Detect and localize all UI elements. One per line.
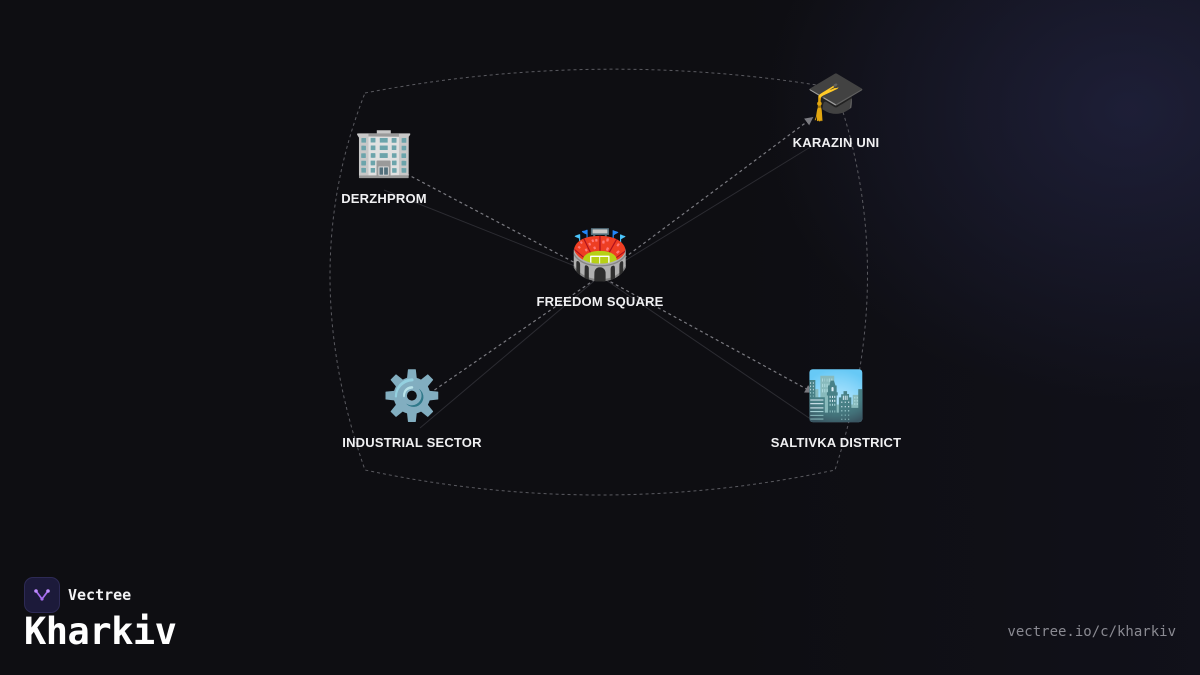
brand: Vectree xyxy=(24,577,131,613)
brand-name: Vectree xyxy=(68,586,132,604)
gear-icon: ⚙️ xyxy=(382,370,442,423)
node-karazin-uni[interactable]: 🎓 KARAZIN UNI xyxy=(793,69,880,150)
edge-arrow-line xyxy=(382,161,601,277)
node-label: INDUSTRIAL SECTOR xyxy=(342,435,482,450)
stadium-icon: 🏟️ xyxy=(570,229,630,282)
edge-arrow-line xyxy=(418,275,601,401)
vectree-logo-icon xyxy=(24,577,60,613)
edge-arrow-line xyxy=(599,116,814,277)
edge-freedom-square-to-saltivka-district xyxy=(599,275,814,421)
graduation-cap-icon: 🎓 xyxy=(806,70,866,123)
edge-freedom-square-to-karazin-uni xyxy=(599,116,814,277)
edge-shadow-line xyxy=(419,275,601,429)
node-label: DERZHPROM xyxy=(341,191,427,206)
edge-shadow-line xyxy=(599,275,813,421)
boundary-outline xyxy=(329,68,868,496)
node-label: FREEDOM SQUARE xyxy=(536,294,664,309)
node-freedom-square[interactable]: 🏟️ FREEDOM SQUARE xyxy=(536,228,663,309)
page-url[interactable]: vectree.io/c/kharkiv xyxy=(1007,624,1176,640)
node-saltivka-district[interactable]: 🏙️ SALTIVKA DISTRICT xyxy=(771,369,902,450)
edge-freedom-square-to-industrial-sector xyxy=(418,275,601,429)
edge-shadow-line xyxy=(599,145,813,277)
node-industrial-sector[interactable]: ⚙️ INDUSTRIAL SECTOR xyxy=(342,369,481,450)
edge-shadow-line xyxy=(383,189,601,277)
office-building-icon: 🏢 xyxy=(354,126,414,179)
node-derzhprom[interactable]: 🏢 DERZHPROM xyxy=(341,125,427,206)
edge-freedom-square-to-derzhprom xyxy=(382,161,601,277)
cityscape-icon: 🏙️ xyxy=(806,370,866,423)
node-label: KARAZIN UNI xyxy=(792,135,880,150)
edge-arrow-line xyxy=(599,275,814,393)
page-title: Kharkiv xyxy=(24,610,177,653)
node-label: SALTIVKA DISTRICT xyxy=(770,435,902,450)
